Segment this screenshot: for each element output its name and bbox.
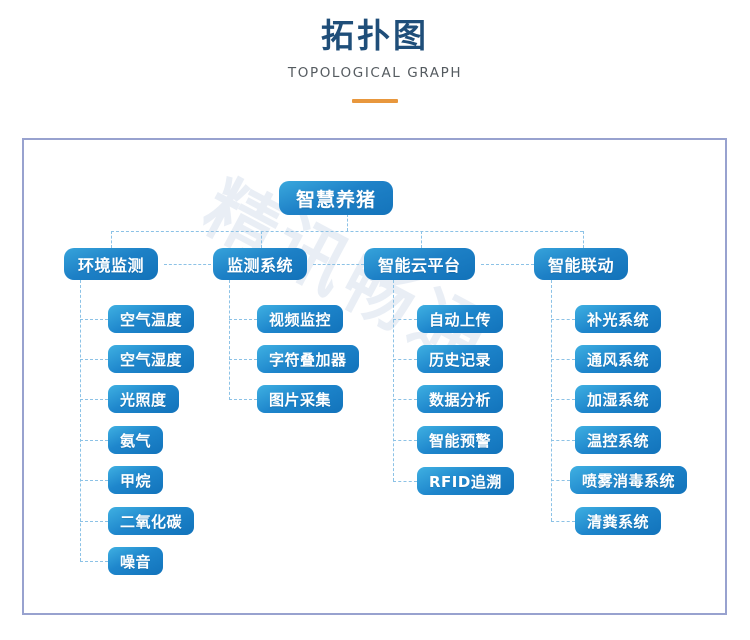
connector-drop-branch-1 bbox=[111, 231, 112, 248]
node-leaf-temperature-control-system[interactable]: 温控系统 bbox=[575, 426, 662, 454]
node-leaf-rfid-traceability[interactable]: RFID追溯 bbox=[417, 467, 514, 495]
connector-leaf-2-3 bbox=[229, 399, 257, 400]
node-leaf-humidification-system[interactable]: 加湿系统 bbox=[575, 385, 662, 413]
connector-drop-branch-2 bbox=[261, 231, 262, 248]
connector-sibling-1-2 bbox=[164, 264, 211, 265]
node-leaf-air-humidity[interactable]: 空气湿度 bbox=[108, 345, 195, 373]
node-leaf-methane[interactable]: 甲烷 bbox=[108, 466, 164, 494]
node-leaf-supplementary-lighting-system[interactable]: 补光系统 bbox=[575, 305, 662, 333]
connector-drop-branch-4 bbox=[583, 231, 584, 248]
connector-leaf-3-3 bbox=[393, 399, 417, 400]
connector-leaf-4-6 bbox=[551, 521, 575, 522]
connector-leaf-4-2 bbox=[551, 359, 575, 360]
node-leaf-carbon-dioxide[interactable]: 二氧化碳 bbox=[108, 507, 195, 535]
connector-leaf-3-2 bbox=[393, 359, 417, 360]
node-branch-monitoring-system[interactable]: 监测系统 bbox=[213, 248, 308, 280]
connector-spine-branch-3 bbox=[393, 280, 394, 481]
node-leaf-spray-disinfection-system[interactable]: 喷雾消毒系统 bbox=[570, 466, 688, 494]
connector-spine-branch-4 bbox=[551, 280, 552, 521]
connector-leaf-1-6 bbox=[80, 521, 108, 522]
connector-sibling-2-3 bbox=[313, 264, 364, 265]
connector-leaf-3-5 bbox=[393, 481, 417, 482]
node-leaf-data-analysis[interactable]: 数据分析 bbox=[417, 385, 504, 413]
node-leaf-illuminance[interactable]: 光照度 bbox=[108, 385, 179, 413]
node-leaf-character-overlay[interactable]: 字符叠加器 bbox=[257, 345, 359, 373]
connector-leaf-1-2 bbox=[80, 359, 108, 360]
node-leaf-ventilation-system[interactable]: 通风系统 bbox=[575, 345, 662, 373]
node-branch-smart-linkage[interactable]: 智能联动 bbox=[534, 248, 629, 280]
accent-divider bbox=[352, 99, 398, 103]
node-leaf-smart-alarm[interactable]: 智能预警 bbox=[417, 426, 504, 454]
diagram-frame bbox=[22, 138, 727, 615]
connector-leaf-1-3 bbox=[80, 399, 108, 400]
connector-leaf-4-3 bbox=[551, 399, 575, 400]
connector-leaf-4-5 bbox=[551, 480, 570, 481]
node-root[interactable]: 智慧养猪 bbox=[279, 181, 394, 215]
page-header: 拓扑图 TOPOLOGICAL GRAPH bbox=[0, 0, 750, 103]
connector-leaf-3-1 bbox=[393, 319, 417, 320]
connector-leaf-2-2 bbox=[229, 359, 257, 360]
node-branch-environment-monitoring[interactable]: 环境监测 bbox=[64, 248, 159, 280]
connector-drop-branch-3 bbox=[421, 231, 422, 248]
page-title: 拓扑图 bbox=[321, 16, 429, 55]
connector-leaf-1-4 bbox=[80, 440, 108, 441]
connector-leaf-1-1 bbox=[80, 319, 108, 320]
connector-leaf-4-1 bbox=[551, 319, 575, 320]
connector-sibling-3-4 bbox=[481, 264, 534, 265]
node-branch-smart-cloud-platform[interactable]: 智能云平台 bbox=[364, 248, 475, 280]
node-leaf-ammonia[interactable]: 氨气 bbox=[108, 426, 164, 454]
connector-leaf-3-4 bbox=[393, 440, 417, 441]
node-leaf-video-surveillance[interactable]: 视频监控 bbox=[257, 305, 344, 333]
connector-root-stem bbox=[347, 214, 348, 231]
connector-spine-branch-1 bbox=[80, 280, 81, 561]
node-leaf-manure-cleaning-system[interactable]: 清粪系统 bbox=[575, 507, 662, 535]
connector-leaf-1-5 bbox=[80, 480, 108, 481]
connector-level2-bus bbox=[111, 231, 583, 232]
node-leaf-air-temperature[interactable]: 空气温度 bbox=[108, 305, 195, 333]
node-leaf-history-record[interactable]: 历史记录 bbox=[417, 345, 504, 373]
node-leaf-noise[interactable]: 噪音 bbox=[108, 547, 164, 575]
connector-leaf-4-4 bbox=[551, 440, 575, 441]
connector-leaf-1-7 bbox=[80, 561, 108, 562]
page-subtitle: TOPOLOGICAL GRAPH bbox=[287, 65, 463, 81]
node-leaf-auto-upload[interactable]: 自动上传 bbox=[417, 305, 504, 333]
connector-leaf-2-1 bbox=[229, 319, 257, 320]
connector-spine-branch-2 bbox=[229, 280, 230, 400]
node-leaf-image-capture[interactable]: 图片采集 bbox=[257, 385, 344, 413]
